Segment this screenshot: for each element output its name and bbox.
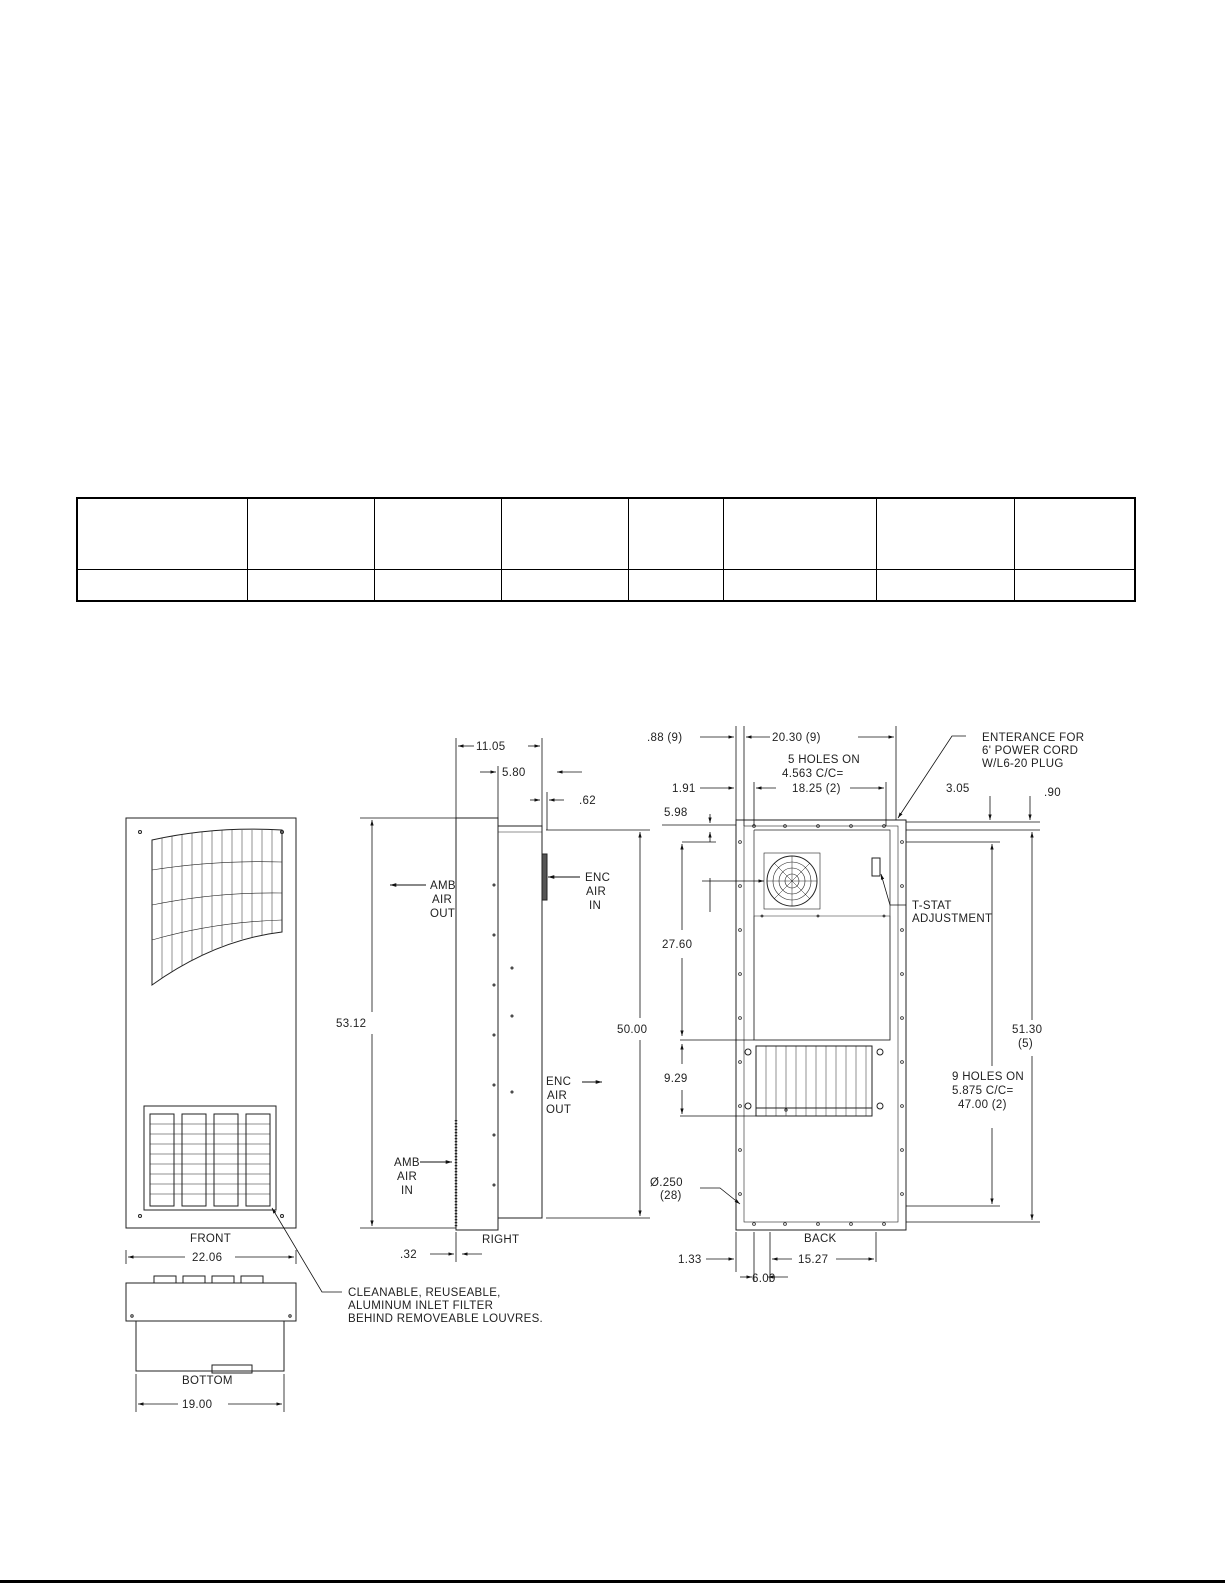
back-dimensions — [662, 726, 1040, 1282]
bottom-louvres — [143, 1105, 277, 1211]
airflow-arrows — [390, 875, 602, 1164]
body-cell — [374, 569, 502, 602]
technical-drawing: FRONT 22.06 BOTTOM 19.00 CLEANABLE, REUS… — [125, 726, 1084, 1412]
back-holes-top-1: 5 HOLES ON — [788, 754, 860, 766]
right-top-flange-label: .62 — [579, 795, 596, 807]
header-cell — [501, 497, 629, 570]
note-tstat-2: ADJUSTMENT — [912, 913, 992, 925]
back-view — [735, 819, 907, 1231]
amb-out-line2: AIR — [432, 894, 452, 906]
enc-out-line2: AIR — [547, 1090, 567, 1102]
back-bottom-3-label: 15.27 — [798, 1254, 828, 1266]
body-cell — [247, 569, 375, 602]
header-cell — [723, 497, 877, 570]
amb-in-line1: AMB — [394, 1157, 420, 1169]
front-view — [125, 817, 297, 1229]
header-cell — [1014, 497, 1136, 570]
back-bottom-1-label: 1.33 — [678, 1254, 702, 1266]
header-cell — [628, 497, 724, 570]
front-width-dimension — [125, 1250, 297, 1264]
front-width-label: 22.06 — [192, 1252, 222, 1264]
back-right-height-2: (5) — [1018, 1038, 1033, 1050]
right-top-inner-label: 5.80 — [502, 767, 526, 779]
back-holes-side-1: 9 HOLES ON — [952, 1071, 1024, 1083]
bottom-view — [125, 1275, 297, 1374]
header-cell — [374, 497, 502, 570]
back-bottom-2-label: 6.00 — [752, 1273, 776, 1285]
note-tstat-1: T-STAT — [912, 900, 952, 912]
amb-in-line2: AIR — [397, 1171, 417, 1183]
back-left-offset-label: .88 (9) — [647, 732, 682, 744]
amb-out-line1: AMB — [430, 880, 456, 892]
back-holes-top-3: 18.25 (2) — [792, 783, 841, 795]
body-cell — [76, 569, 248, 602]
top-grille — [151, 828, 283, 986]
body-cell — [723, 569, 877, 602]
body-cell — [876, 569, 1015, 602]
right-view — [454, 817, 548, 1231]
view-label-back: BACK — [804, 1233, 837, 1245]
back-top-1-label: 5.98 — [664, 807, 688, 819]
back-hole-dia-1: Ø.250 — [650, 1177, 683, 1189]
note-filter-2: ALUMINUM INLET FILTER — [348, 1300, 493, 1312]
header-cell — [76, 497, 248, 570]
fan — [763, 852, 821, 910]
heat-exchanger — [744, 1045, 884, 1117]
back-left-1-label: 1.91 — [672, 783, 696, 795]
back-upper-height-label: 27.60 — [662, 939, 692, 951]
note-entrance-2: 6' POWER CORD — [982, 745, 1078, 757]
enc-in-line2: AIR — [586, 886, 606, 898]
bottom-width-label: 19.00 — [182, 1399, 212, 1411]
back-holes-side-3: 47.00 (2) — [958, 1099, 1007, 1111]
header-cell — [247, 497, 375, 570]
body-cell — [628, 569, 724, 602]
back-right-offset-label: 3.05 — [946, 783, 970, 795]
view-label-bottom: BOTTOM — [182, 1375, 233, 1387]
back-lower-height-label: 9.29 — [664, 1073, 688, 1085]
right-bottom-offset-label: .32 — [400, 1249, 417, 1261]
enc-out-line3: OUT — [546, 1104, 571, 1116]
view-label-front: FRONT — [190, 1233, 231, 1245]
filter-leader — [271, 1207, 342, 1293]
amb-in-line3: IN — [401, 1185, 413, 1197]
back-hole-dia-2: (28) — [660, 1190, 682, 1202]
note-filter-3: BEHIND REMOVEABLE LOUVRES. — [348, 1313, 543, 1325]
right-dimensions — [360, 738, 650, 1262]
note-entrance-3: W/L6-20 PLUG — [982, 758, 1064, 770]
note-filter-1: CLEANABLE, REUSEABLE, — [348, 1287, 501, 1299]
right-top-overall-label: 11.05 — [476, 741, 505, 753]
spec-table-header-row — [76, 497, 1136, 570]
bottom-width-dimension — [135, 1374, 285, 1412]
enc-out-line1: ENC — [546, 1076, 571, 1088]
spec-table — [76, 497, 1136, 602]
enc-in-line1: ENC — [585, 872, 610, 884]
body-cell — [1014, 569, 1136, 602]
spec-table-body-row — [76, 569, 1136, 602]
note-entrance-1: ENTERANCE FOR — [982, 732, 1084, 744]
back-right-height-1: 51.30 — [1012, 1024, 1042, 1036]
right-height-inner-label: 50.00 — [617, 1024, 647, 1036]
amb-out-line3: OUT — [430, 908, 455, 920]
right-height-overall-label: 53.12 — [336, 1018, 366, 1030]
mounting-holes — [738, 824, 904, 1226]
back-holes-top-2: 4.563 C/C= — [782, 768, 844, 780]
back-holes-side-2: 5.875 C/C= — [952, 1085, 1014, 1097]
back-right-small-label: .90 — [1044, 787, 1061, 799]
view-label-right: RIGHT — [482, 1234, 519, 1246]
back-width-label: 20.30 (9) — [772, 732, 821, 744]
enc-in-line3: IN — [589, 900, 601, 912]
header-cell — [876, 497, 1015, 570]
page-bottom-rule — [0, 1580, 1225, 1583]
body-cell — [501, 569, 629, 602]
